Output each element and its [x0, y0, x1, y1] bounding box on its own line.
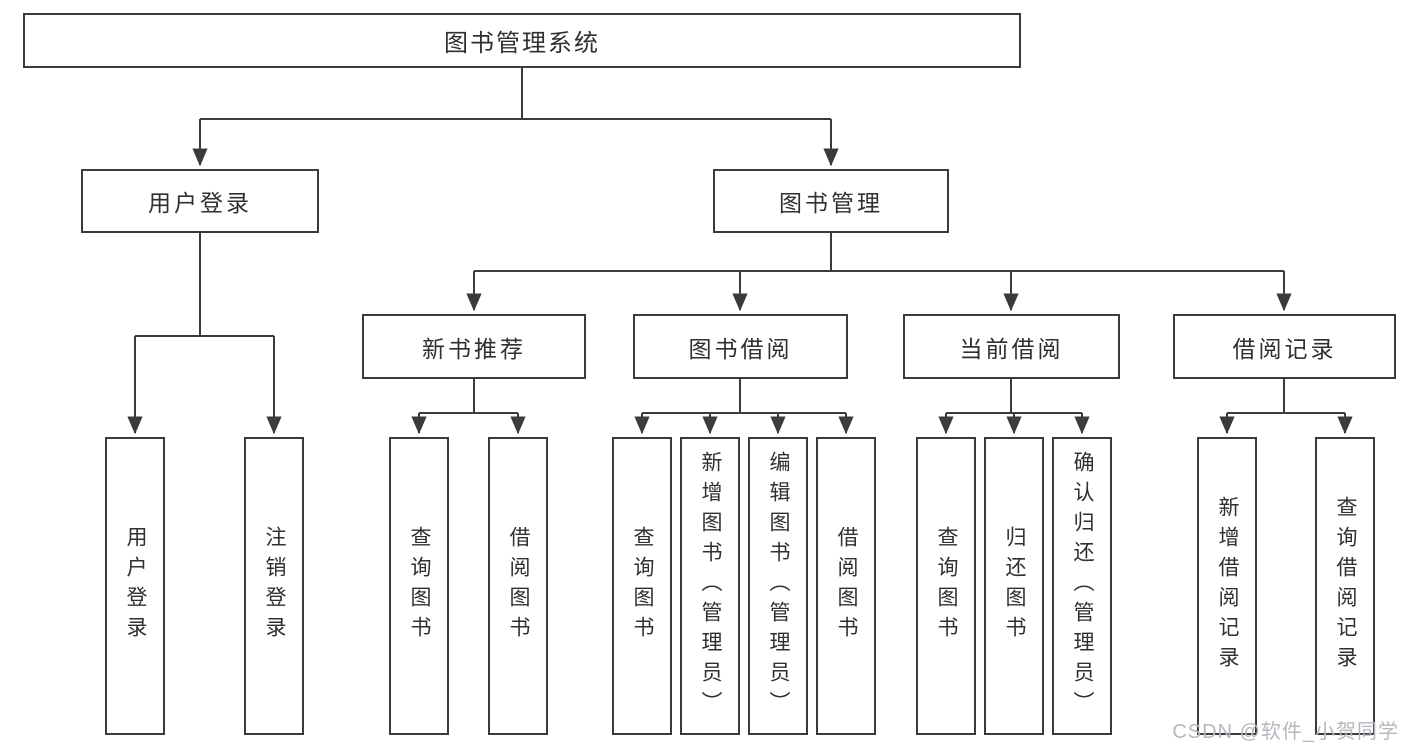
- node-borrow-records: 借阅记录: [1173, 314, 1396, 379]
- node-leaf-logout: 注销登录: [244, 437, 304, 735]
- node-leaf-confirm-return-admin: 确认归还（管理员）: [1052, 437, 1112, 735]
- node-new-book-recommend: 新书推荐: [362, 314, 586, 379]
- node-leaf-user-login: 用户登录: [105, 437, 165, 735]
- node-book-borrow: 图书借阅: [633, 314, 848, 379]
- node-leaf-borrow-books-recommend: 借阅图书: [488, 437, 548, 735]
- node-leaf-add-books-admin: 新增图书（管理员）: [680, 437, 740, 735]
- node-leaf-query-books-current: 查询图书: [916, 437, 976, 735]
- node-leaf-add-borrow-record: 新增借阅记录: [1197, 437, 1257, 735]
- node-leaf-edit-books-admin: 编辑图书（管理员）: [748, 437, 808, 735]
- node-leaf-borrow-books: 借阅图书: [816, 437, 876, 735]
- node-user-login: 用户登录: [81, 169, 319, 233]
- node-book-management: 图书管理: [713, 169, 949, 233]
- node-leaf-query-books-recommend: 查询图书: [389, 437, 449, 735]
- node-leaf-return-books: 归还图书: [984, 437, 1044, 735]
- node-current-borrow: 当前借阅: [903, 314, 1120, 379]
- node-library-management-system: 图书管理系统: [23, 13, 1021, 68]
- node-leaf-query-borrow-record: 查询借阅记录: [1315, 437, 1375, 735]
- csdn-watermark: CSDN @软件_小贺同学: [1172, 721, 1399, 743]
- node-leaf-query-books-borrow: 查询图书: [612, 437, 672, 735]
